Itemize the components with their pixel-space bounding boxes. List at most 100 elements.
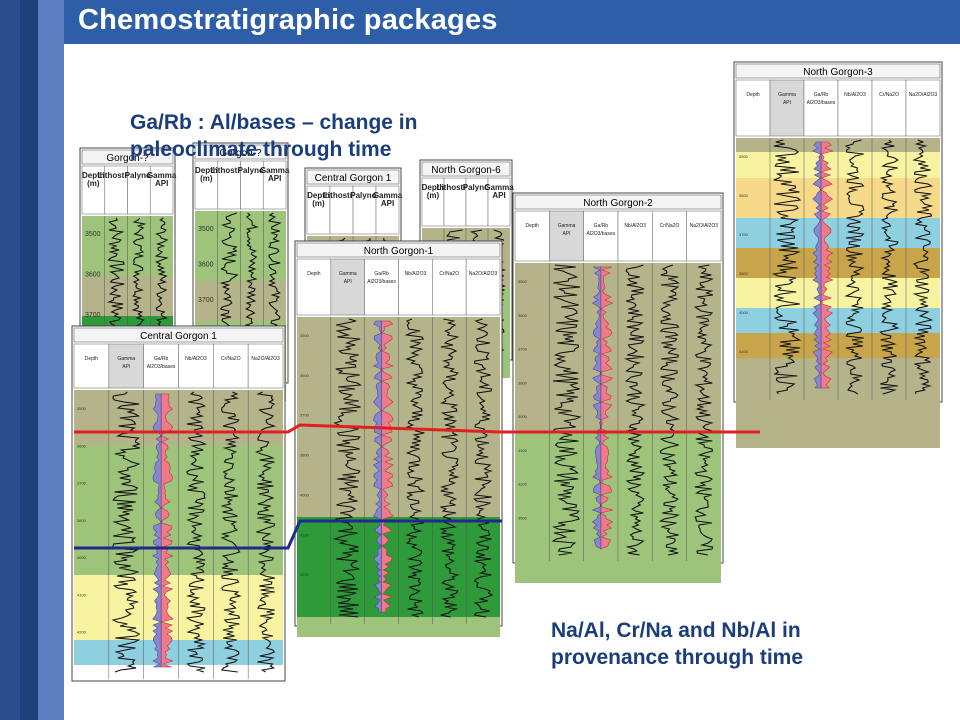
log-curve	[404, 318, 426, 618]
header-label: Nb/Al2O3	[624, 223, 646, 229]
header-label: Cr/Na2O	[221, 356, 241, 362]
header-cell	[432, 258, 467, 316]
header-label: Depth	[85, 356, 99, 362]
well-name-label: Gorgon-?	[106, 153, 149, 164]
depth-tick-label: 3600	[739, 193, 749, 198]
header-label: (m)	[87, 179, 100, 188]
panel-title-box	[735, 63, 941, 79]
depth-tick-label: 3600	[85, 272, 101, 279]
depth-tick-label: 4100	[300, 532, 310, 537]
header-label: (m)	[312, 199, 325, 208]
depth-tick-label: 3600	[518, 313, 528, 318]
header-cell	[487, 177, 511, 227]
depth-tick-label: 3800	[77, 518, 87, 523]
header-label: Na2O/Al2O3	[251, 356, 280, 362]
header-label: Ga/Rb	[154, 356, 169, 362]
ratio-curve-red-fill	[380, 320, 395, 613]
navy-correlation-line	[74, 519, 502, 550]
header-label: Gamma	[778, 92, 796, 98]
header-label: API	[344, 279, 352, 285]
log-curve	[332, 318, 363, 618]
depth-tick-label: 3500	[85, 231, 101, 238]
header-label: Al2O3/bases	[807, 100, 836, 106]
depth-tick-label: 4000	[518, 414, 528, 419]
header-cell	[296, 258, 332, 316]
header-label: Na2O/Al2O3	[690, 223, 719, 229]
header-label: Gamma	[484, 183, 514, 192]
log-curve	[912, 139, 934, 395]
header-label: API	[268, 174, 281, 183]
depth-tick-label: 4100	[77, 592, 87, 597]
header-label: Depth	[525, 223, 539, 229]
ratio-curve-blue-fill	[811, 141, 822, 389]
ratio-curve-blue-fill	[372, 320, 383, 613]
depth-tick-label: 3700	[739, 232, 749, 237]
header-label: API	[381, 199, 394, 208]
header-label: Gamma	[117, 356, 135, 362]
header-label: Nb/Al2O3	[844, 92, 866, 98]
depth-tick-label: 3600	[77, 443, 87, 448]
header-cell	[73, 343, 110, 389]
well-name-label: Central Gorgon 1	[140, 331, 217, 342]
header-label: Ga/Rb	[814, 92, 829, 98]
panel-title-box	[73, 327, 284, 343]
log-curve	[255, 391, 277, 673]
header-cell	[330, 258, 365, 316]
panel-title-box	[194, 144, 287, 160]
panel-title-box	[514, 194, 722, 210]
header-label: Al2O3/bases	[367, 279, 396, 285]
page-title: Chemostratigraphic packages	[78, 4, 498, 36]
depth-tick-label: 3500	[518, 279, 528, 284]
paleoclimate-annotation: Ga/Rb : Al/bases – change in paleoclimat…	[130, 111, 418, 161]
depth-tick-label: 3700	[85, 312, 101, 319]
header-label: API	[562, 231, 570, 237]
sidebar-stripe-dark	[0, 0, 20, 720]
header-cell	[375, 185, 400, 235]
header-label: Depth	[422, 183, 445, 192]
header-label: Gamma	[373, 191, 403, 200]
depth-tick-label: 4200	[518, 482, 528, 487]
provenance-annotation: Na/Al, Cr/Na and Nb/Al in provenance thr…	[551, 619, 804, 669]
header-label: Al2O3/bases	[587, 231, 616, 237]
depth-tick-label: 4100	[739, 349, 749, 354]
header-label: API	[155, 179, 168, 188]
depth-tick-label: 3800	[300, 453, 310, 458]
header-label: Nb/Al2O3	[405, 271, 427, 277]
header-label: Depth	[82, 171, 105, 180]
ratio-curve-red-fill	[599, 266, 614, 550]
header-label: Lithostrat	[323, 191, 360, 200]
header-label: Na2O/Al2O3	[469, 271, 498, 277]
header-cell	[213, 343, 249, 389]
header-label: Na2O/Al2O3	[909, 92, 938, 98]
well-name-label: Gorgon-?	[219, 148, 262, 159]
header-cell	[735, 79, 771, 137]
ratio-curve-blue-fill	[591, 266, 602, 550]
header-label: Depth	[307, 191, 330, 200]
header-label: Palynol	[463, 183, 491, 192]
header-label: Cr/Na2O	[439, 271, 459, 277]
depth-tick-label: 3700	[518, 347, 528, 352]
header-label: Lithostrat	[98, 171, 135, 180]
header-cell	[583, 210, 619, 262]
log-curve	[220, 391, 242, 673]
header-label: Palynol	[350, 191, 378, 200]
header-cell	[617, 210, 653, 262]
header-cell	[364, 258, 399, 316]
header-label: Depth	[195, 166, 218, 175]
depth-tick-label: 3700	[198, 297, 214, 304]
depth-tick-label: 3800	[739, 271, 749, 276]
ratio-curve-red-fill	[820, 141, 834, 389]
zone-band	[297, 617, 500, 637]
depth-tick-label: 4000	[739, 310, 749, 315]
depth-tick-label: 3500	[198, 226, 214, 233]
header-label: API	[122, 364, 130, 370]
panel-title-box	[296, 242, 501, 258]
header-label: Gamma	[339, 271, 357, 277]
correlation-lines	[74, 423, 760, 550]
header-label: Lithostrat	[211, 166, 248, 175]
header-cell	[652, 210, 687, 262]
header-label: Gamma	[147, 171, 177, 180]
header-label: Al2O3/bases	[147, 364, 176, 370]
